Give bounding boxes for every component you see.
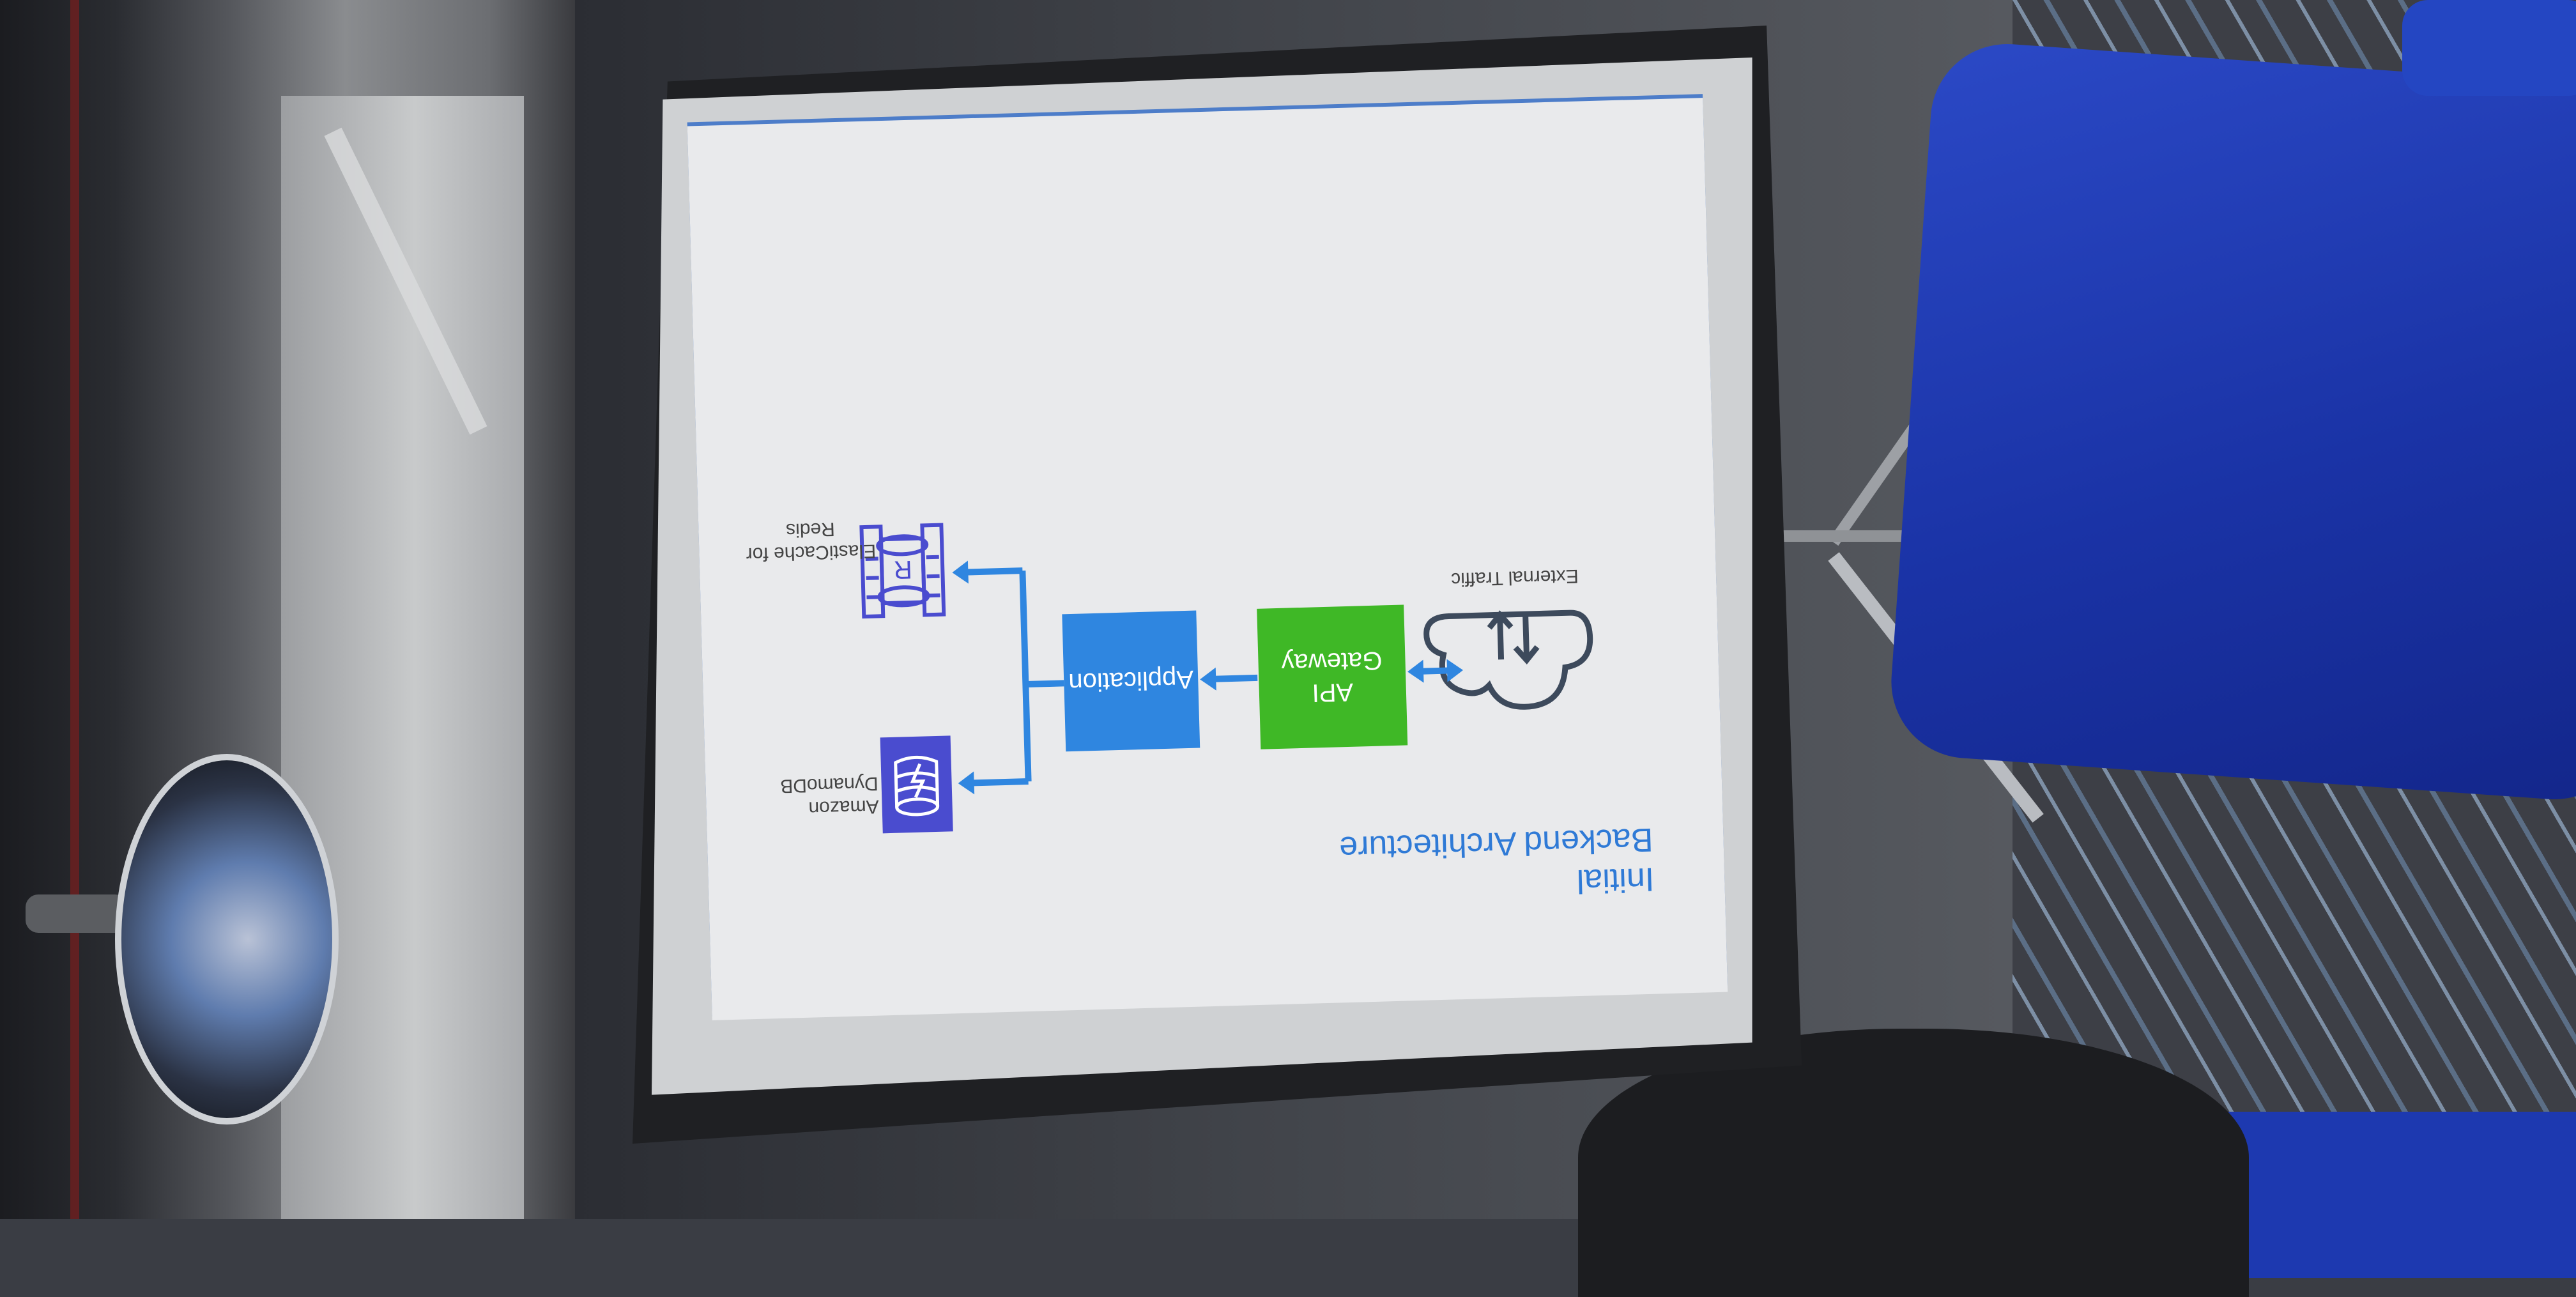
application-label: Application (1068, 665, 1194, 697)
elasticache-redis-icon (859, 523, 946, 619)
slide-title-line-1: Initial (1576, 860, 1655, 900)
cloud-icon (1423, 610, 1593, 710)
api-gateway-label-line-1: API (1312, 677, 1354, 707)
elasticache-label-line-1: ElastiCache for (746, 540, 877, 565)
app-to-db-arrows (952, 560, 1064, 795)
external-traffic-label: External Traffic (1450, 565, 1579, 590)
blue-chair (1886, 38, 2576, 805)
lamp-stem (26, 894, 128, 933)
tripod-leg (1763, 530, 1904, 542)
slide-container: R Initial Backend Architecture API Gatew… (671, 88, 1744, 1029)
architecture-diagram: R (859, 523, 1593, 834)
api-gateway-box: API Gateway (1257, 604, 1408, 749)
dynamodb-label: Amazon DynamoDB (779, 772, 880, 819)
mirror-lamp (115, 754, 339, 1124)
application-box: Application (1062, 610, 1200, 752)
red-door-frame (70, 0, 79, 1219)
api-gateway-label-line-2: Gateway (1281, 646, 1383, 677)
blue-chair (2402, 0, 2576, 96)
ext-to-api-arrow (1407, 659, 1464, 683)
redis-icon-letter: R (893, 555, 912, 584)
slide: R Initial Backend Architecture API Gatew… (687, 98, 1728, 1020)
elasticache-label: ElastiCache for Redis (737, 516, 885, 565)
api-to-app-arrow (1200, 667, 1258, 691)
dynamodb-icon (880, 735, 953, 834)
